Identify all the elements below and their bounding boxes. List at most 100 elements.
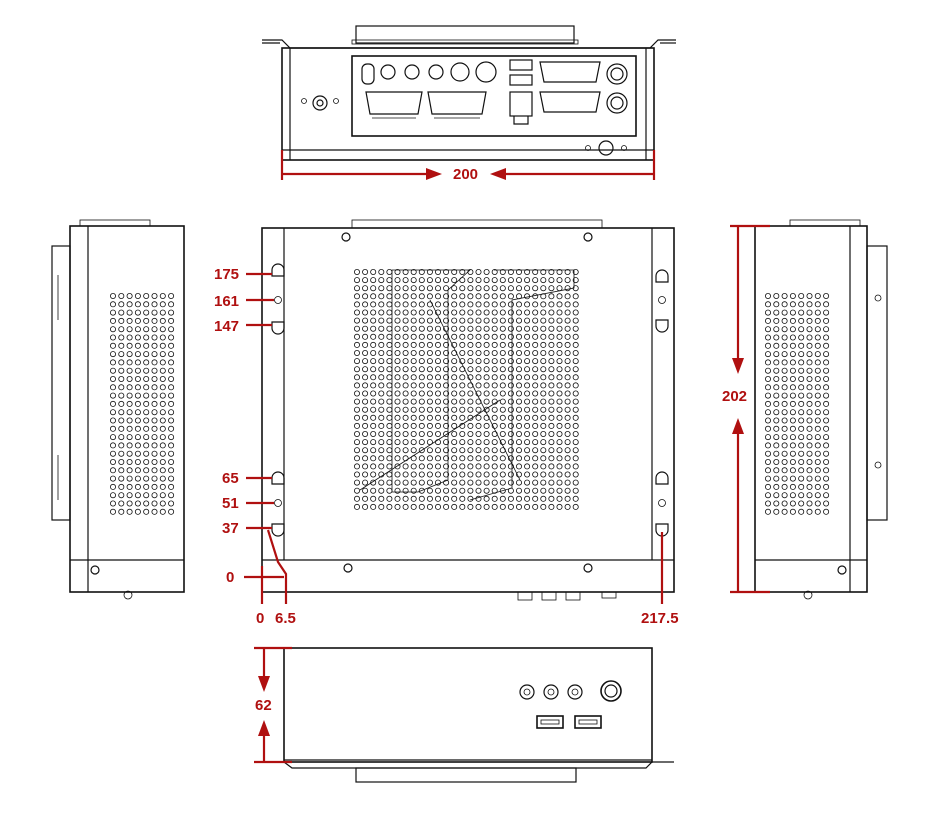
vent-hole (434, 406, 441, 413)
vent-hole (507, 366, 514, 373)
vent-hole (789, 450, 796, 457)
vent-hole (110, 301, 117, 308)
vent-hole (151, 500, 158, 507)
vent-hole (402, 430, 409, 437)
vent-hole (483, 406, 490, 413)
vent-hole (548, 325, 555, 332)
vent-hole (159, 317, 166, 324)
vent-hole (781, 334, 788, 341)
vent-hole (418, 382, 425, 389)
vent-hole (168, 417, 175, 424)
vent-hole (798, 309, 805, 316)
vent-hole (548, 268, 555, 275)
vent-hole (151, 400, 158, 407)
vent-hole (370, 406, 377, 413)
vent-hole (564, 301, 571, 308)
vent-hole (410, 293, 417, 300)
vent-hole (483, 374, 490, 381)
vent-hole (426, 455, 433, 462)
vent-hole (353, 495, 360, 502)
vent-hole (118, 467, 125, 474)
vent-hole (491, 414, 498, 421)
vent-hole (467, 277, 474, 284)
vent-hole (118, 392, 125, 399)
vent-hole (451, 390, 458, 397)
vent-hole (402, 333, 409, 340)
vent-hole (789, 334, 796, 341)
vent-hole (353, 268, 360, 275)
vent-hole (410, 503, 417, 510)
vent-hole (443, 366, 450, 373)
vent-hole (151, 417, 158, 424)
vent-hole (434, 463, 441, 470)
vent-hole (499, 471, 506, 478)
vent-hole (451, 463, 458, 470)
vent-hole (823, 342, 830, 349)
vent-hole (159, 301, 166, 308)
vent-hole (798, 359, 805, 366)
vent-hole (434, 422, 441, 429)
vent-hole (159, 442, 166, 449)
vent-hole (789, 492, 796, 499)
vent-hole (814, 458, 821, 465)
vent-hole (353, 487, 360, 494)
dim-label-65: 65 (222, 470, 239, 487)
vent-hole (151, 458, 158, 465)
vent-hole (483, 301, 490, 308)
vent-hole (524, 406, 531, 413)
vent-hole (386, 366, 393, 373)
vent-hole (426, 503, 433, 510)
vent-hole (540, 301, 547, 308)
vent-hole (806, 301, 813, 308)
vent-hole (572, 430, 579, 437)
vent-hole (556, 390, 563, 397)
vent-hole (540, 479, 547, 486)
vent-hole (491, 285, 498, 292)
vent-hole (443, 463, 450, 470)
vent-hole (781, 359, 788, 366)
vent-hole (451, 471, 458, 478)
vent-hole (823, 434, 830, 441)
vent-hole (483, 487, 490, 494)
vent-hole (556, 366, 563, 373)
vent-hole (556, 430, 563, 437)
vent-hole (467, 374, 474, 381)
vent-hole (572, 277, 579, 284)
vent-hole (159, 500, 166, 507)
vent-hole (394, 374, 401, 381)
vent-hole (394, 455, 401, 462)
vent-hole (491, 495, 498, 502)
vent-hole (806, 425, 813, 432)
vent-hole (781, 367, 788, 374)
vent-hole (499, 495, 506, 502)
vent-hole (516, 487, 523, 494)
vent-hole (765, 492, 772, 499)
vent-hole (459, 479, 466, 486)
vent-hole (798, 425, 805, 432)
vent-hole (378, 487, 385, 494)
front-vent-holes (353, 268, 579, 510)
vent-hole (806, 292, 813, 299)
vent-hole (773, 425, 780, 432)
vent-hole (418, 430, 425, 437)
vent-hole (548, 455, 555, 462)
vent-hole (143, 425, 150, 432)
vent-hole (556, 285, 563, 292)
vent-hole (789, 417, 796, 424)
hole-position-dimensions: 175 161 147 65 51 37 0 0 6.5 217.5 (214, 266, 679, 627)
vent-hole (159, 375, 166, 382)
vent-hole (434, 366, 441, 373)
vent-hole (814, 375, 821, 382)
vent-hole (499, 430, 506, 437)
vent-hole (402, 447, 409, 454)
vent-hole (151, 326, 158, 333)
vent-hole (572, 487, 579, 494)
vent-hole (370, 414, 377, 421)
vent-hole (134, 359, 141, 366)
vent-hole (402, 422, 409, 429)
vent-hole (386, 495, 393, 502)
vent-hole (143, 458, 150, 465)
vent-hole (126, 434, 133, 441)
vent-hole (362, 414, 369, 421)
